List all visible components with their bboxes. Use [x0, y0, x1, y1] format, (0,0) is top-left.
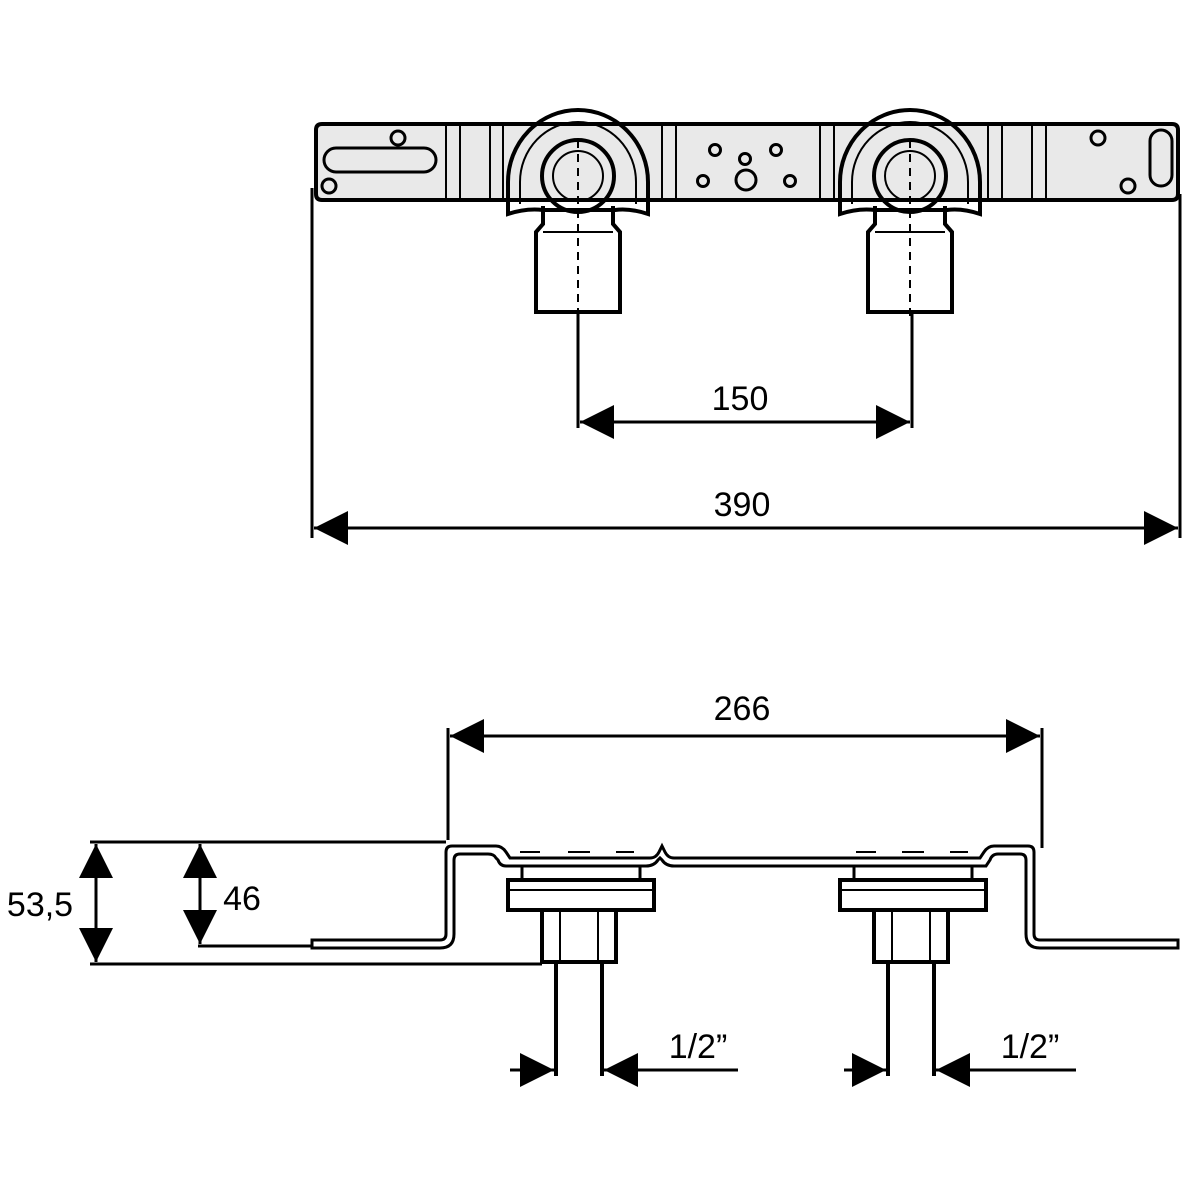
thread-callout-right: 1/2” [844, 1028, 1076, 1087]
dimension-266-label: 266 [714, 690, 771, 728]
right-outlet [838, 866, 988, 1076]
right-lower-hole [1119, 177, 1137, 195]
rail-ribs [445, 124, 1047, 200]
thread-left-label: 1/2” [669, 1028, 728, 1066]
front-extension-lines [310, 188, 1182, 538]
right-slot [1148, 128, 1174, 188]
plan-view: 266 53,5 46 1/2” [7, 690, 1180, 1087]
dimension-150: 150 [580, 380, 910, 439]
dimension-53-5-label: 53,5 [7, 886, 73, 924]
thread-callout-left: 1/2” [510, 1028, 738, 1087]
dimension-46-label: 46 [223, 880, 261, 918]
center-holes [696, 143, 797, 192]
dimension-150-label: 150 [712, 380, 769, 418]
dimension-46: 46 [183, 844, 312, 948]
right-upper-hole [1089, 129, 1107, 147]
thread-right-label: 1/2” [1001, 1028, 1060, 1066]
right-elbow [838, 108, 982, 316]
left-outlet [506, 866, 656, 1076]
dimension-390-label: 390 [714, 486, 771, 524]
left-upper-hole [389, 129, 407, 147]
dimension-53-5: 53,5 [7, 840, 542, 966]
dimension-390: 390 [314, 486, 1178, 545]
mounting-rail [314, 122, 1180, 202]
left-elbow [506, 108, 650, 316]
left-lower-hole [320, 177, 338, 195]
left-slot [322, 146, 438, 174]
front-view: 150 390 [310, 108, 1182, 545]
rail-profile [310, 842, 1180, 950]
dimension-266: 266 [446, 690, 1044, 848]
